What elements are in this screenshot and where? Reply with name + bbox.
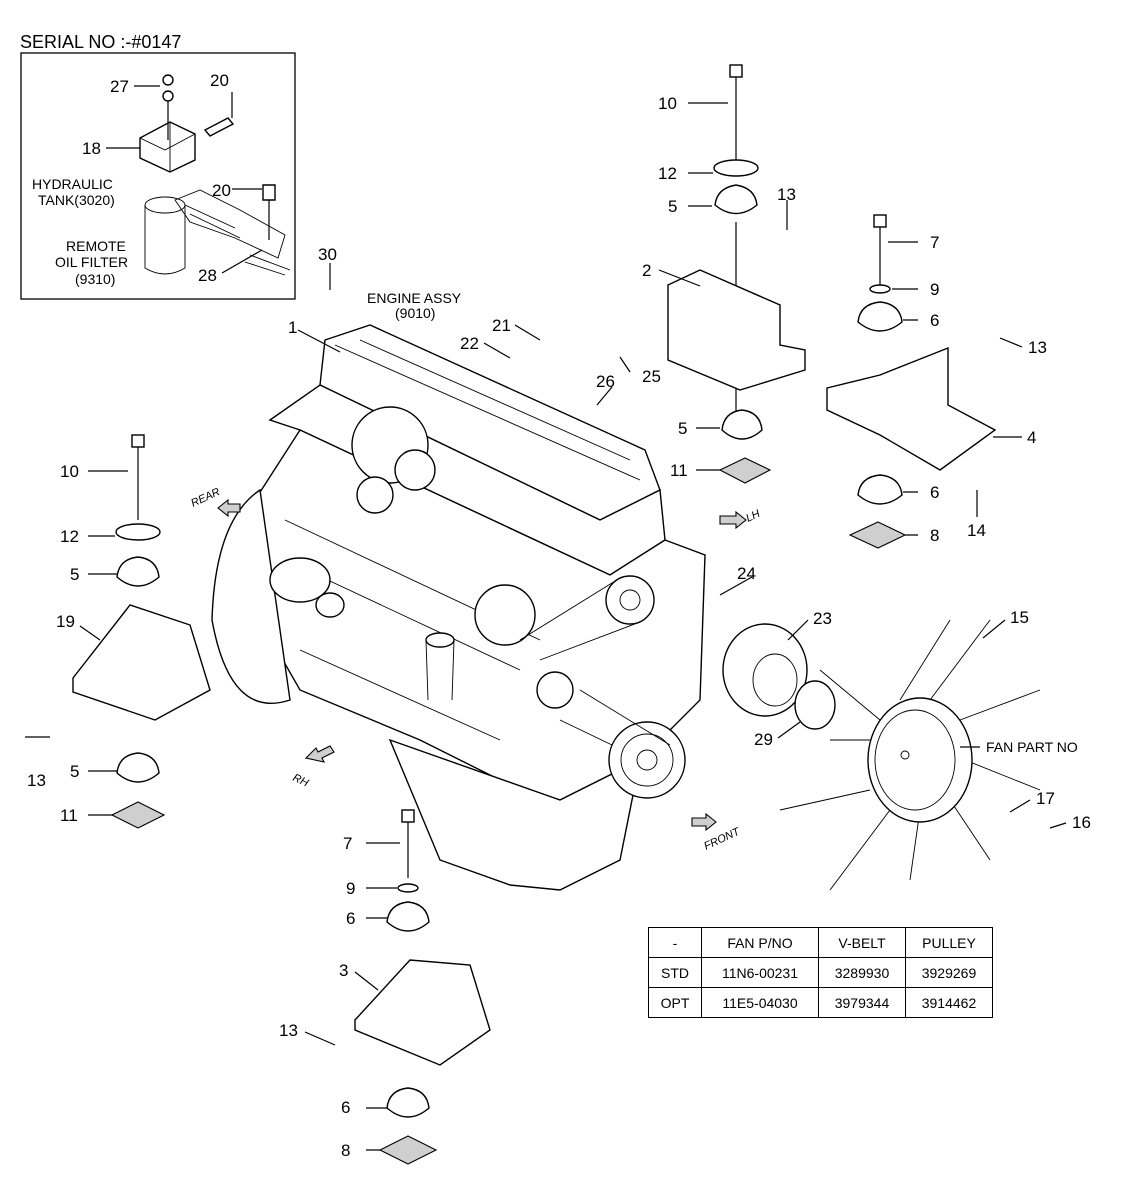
fan-spec-table: - FAN P/NO V-BELT PULLEY STD 11N6-00231 … <box>648 927 993 1018</box>
dir-front: FRONT <box>702 825 743 852</box>
callout-13-top: 13 <box>777 185 796 204</box>
callout-29: 29 <box>754 730 773 749</box>
callout-13-right: 13 <box>1028 338 1047 357</box>
table-cell: OPT <box>648 987 702 1018</box>
callout-10-top: 10 <box>658 94 677 113</box>
callout-25: 25 <box>642 367 661 386</box>
left-mount-group <box>72 434 211 829</box>
table-header-cell: PULLEY <box>905 927 993 958</box>
callout-19: 19 <box>56 612 75 631</box>
callout-17: 17 <box>1036 789 1055 808</box>
inset-box <box>20 52 296 300</box>
leader-lines <box>25 85 1067 1151</box>
callout-22: 22 <box>460 334 479 353</box>
table-cell: STD <box>648 957 702 988</box>
callout-13-bottom: 13 <box>279 1021 298 1040</box>
table-row: STD 11N6-00231 3289930 3929269 <box>648 957 993 988</box>
callout-14: 14 <box>967 521 986 540</box>
callout-6-bottom-bottom: 6 <box>341 1098 350 1117</box>
engine-assy-label: ENGINE ASSY <box>367 290 462 306</box>
engine-assembly <box>211 324 706 891</box>
upper-mount-rh-group <box>667 64 806 484</box>
callout-21: 21 <box>492 316 511 335</box>
table-header-cell: FAN P/NO <box>701 927 819 958</box>
callout-30: 30 <box>318 245 337 264</box>
fan-part-no-label: FAN PART NO <box>986 739 1078 755</box>
oil-filter-code: (9310) <box>75 271 115 287</box>
dir-rh: RH <box>291 772 311 790</box>
inset-oil-filter <box>144 189 291 276</box>
remote-label: REMOTE <box>66 238 126 254</box>
callout-20-upper: 20 <box>210 71 229 90</box>
callout-1: 1 <box>288 318 297 337</box>
dir-lh: LH <box>744 508 762 525</box>
callouts: 27 20 18 20 28 30 1 10 12 5 13 2 21 22 2… <box>27 71 1091 1160</box>
lower-mount-group <box>354 809 491 1165</box>
callout-5-left-top: 5 <box>70 565 79 584</box>
serial-number: SERIAL NO :-#0147 <box>20 32 181 52</box>
dir-rear: REAR <box>189 486 222 510</box>
fan-pulley <box>722 623 836 730</box>
callout-5-mid: 5 <box>678 419 687 438</box>
callout-16: 16 <box>1072 813 1091 832</box>
engine-assy-code: (9010) <box>395 305 435 321</box>
callout-11-left: 11 <box>60 806 78 825</box>
callout-12-left: 12 <box>60 527 79 546</box>
callout-6-right-bottom: 6 <box>930 483 939 502</box>
callout-6-right-top: 6 <box>930 311 939 330</box>
table-cell: 11N6-00231 <box>701 957 819 988</box>
callout-4: 4 <box>1027 428 1036 447</box>
callout-27: 27 <box>110 77 129 96</box>
upper-mount-lh-group <box>826 214 997 549</box>
callout-28: 28 <box>198 266 217 285</box>
callout-3: 3 <box>339 961 348 980</box>
table-cell: 3929269 <box>905 957 993 988</box>
callout-8-bottom: 8 <box>341 1141 350 1160</box>
callout-20-lower: 20 <box>212 181 231 200</box>
hydraulic-tank-label: HYDRAULIC <box>32 176 113 192</box>
table-header-cell: V-BELT <box>818 927 906 958</box>
callout-7-bottom: 7 <box>343 834 352 853</box>
callout-6-bottom-top: 6 <box>346 909 355 928</box>
table-header-cell: - <box>648 927 702 958</box>
callout-18: 18 <box>82 139 101 158</box>
callout-11-mid: 11 <box>670 461 688 480</box>
cooling-fan <box>779 619 1041 891</box>
callout-24: 24 <box>737 564 756 583</box>
inset-bracket <box>139 74 276 240</box>
table-cell: 3289930 <box>818 957 906 988</box>
callout-10-left: 10 <box>60 462 79 481</box>
callout-15: 15 <box>1010 608 1029 627</box>
callout-9-right: 9 <box>930 280 939 299</box>
table-cell: 11E5-04030 <box>701 987 819 1018</box>
callout-2: 2 <box>642 261 651 280</box>
callout-26: 26 <box>596 372 615 391</box>
callout-12-top: 12 <box>658 164 677 183</box>
table-cell: 3979344 <box>818 987 906 1018</box>
table-row: OPT 11E5-04030 3979344 3914462 <box>648 987 993 1018</box>
callout-5-top: 5 <box>668 197 677 216</box>
table-cell: 3914462 <box>905 987 993 1018</box>
callout-5-left-bottom: 5 <box>70 762 79 781</box>
oil-filter-label: OIL FILTER <box>55 254 128 270</box>
callout-13-left: 13 <box>27 771 46 790</box>
callout-9-bottom: 9 <box>346 879 355 898</box>
callout-8-right: 8 <box>930 526 939 545</box>
callout-23: 23 <box>813 609 832 628</box>
callout-7-right: 7 <box>930 233 939 252</box>
table-header-row: - FAN P/NO V-BELT PULLEY <box>648 927 993 958</box>
hydraulic-tank-code: TANK(3020) <box>38 192 115 208</box>
